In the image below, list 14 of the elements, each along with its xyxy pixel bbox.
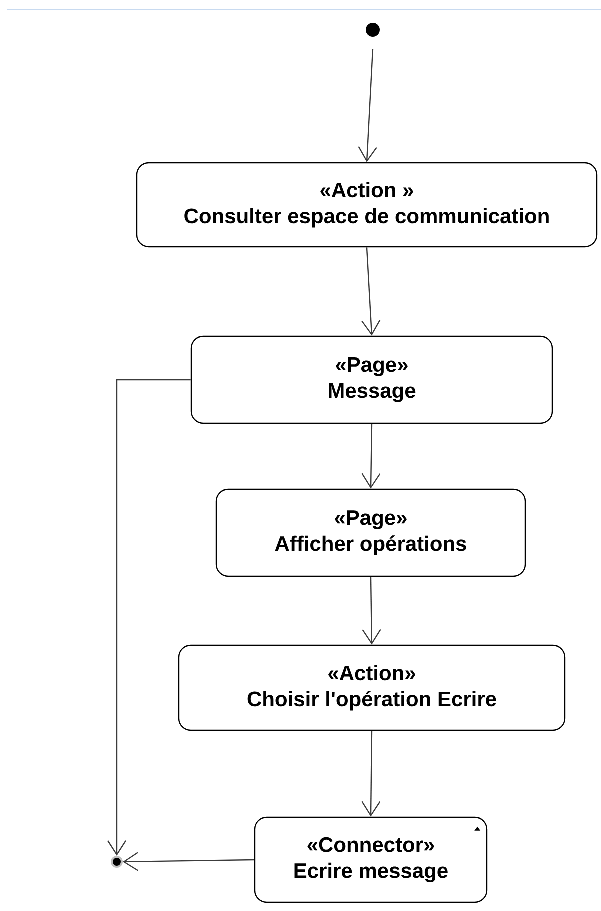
activity-box: «Action » Consulter espace de communication xyxy=(136,162,598,248)
arrow xyxy=(362,424,381,489)
end-node xyxy=(111,856,123,868)
arrow xyxy=(108,379,191,856)
activity-box: «Connector» Ecrire message xyxy=(254,816,488,904)
arrow xyxy=(123,852,254,872)
arrow xyxy=(362,248,381,336)
arrow xyxy=(358,49,378,162)
activity-box: «Page» Message xyxy=(190,336,554,424)
start-dot xyxy=(366,23,380,37)
activity-box: «Action» Choisir l'opération Ecrire xyxy=(178,644,566,732)
arrow xyxy=(362,577,382,645)
arrow xyxy=(362,731,381,817)
activity-box: «Page» Afficher opérations xyxy=(216,488,526,578)
